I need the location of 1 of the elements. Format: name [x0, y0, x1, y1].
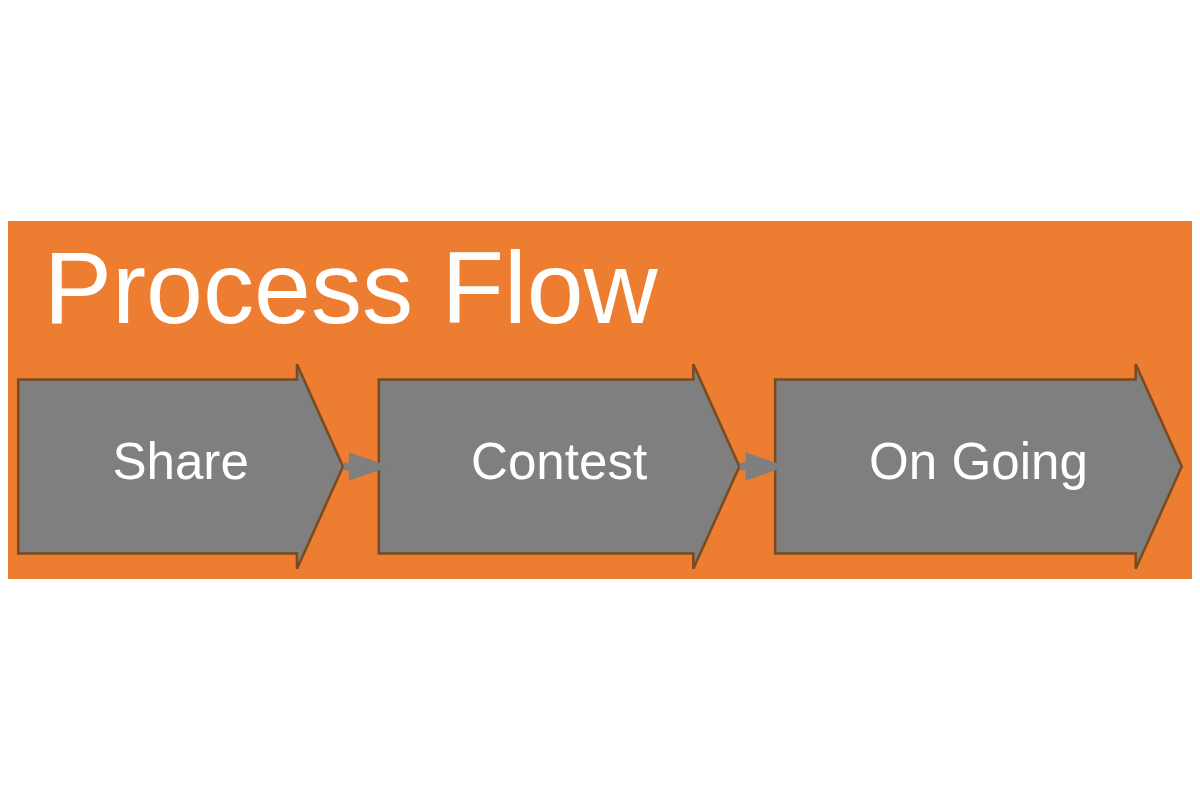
- diagram-title: Process Flow: [43, 230, 658, 346]
